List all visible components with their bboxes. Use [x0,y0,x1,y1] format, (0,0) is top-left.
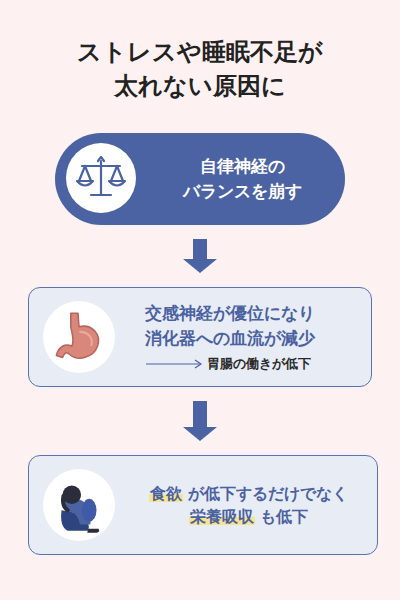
node-text: 交感神経が優位になり 消化器への血流が減少 [145,301,347,350]
person-illustration [43,469,115,541]
text-area: 自律神経の バランスを崩す [147,133,337,225]
small-arrow [145,359,203,369]
small-arrow-head [195,360,201,368]
node-text: 食欲 が低下するだけでなく 栄養吸収 も低下 [132,482,366,528]
scale-icon [66,143,136,213]
text-area: 食欲 が低下するだけでなく 栄養吸収 も低下 [129,456,369,554]
process-box: 食欲 が低下するだけでなく 栄養吸収 も低下 [28,455,378,555]
flow-arrow [183,239,217,273]
node-text: 自律神経の バランスを崩す [162,154,322,203]
stomach-illustration [43,301,115,373]
title-text: ストレスや睡眠不足が 太れない原因に [60,36,340,103]
process-box: 交感神経が優位になり 消化器への血流が減少胃腸の働きが低下 [28,287,372,387]
text-column: 自律神経の バランスを崩す [162,154,322,203]
pill-node: 自律神経の バランスを崩す [55,133,345,225]
text-column: 交感神経が優位になり 消化器への血流が減少胃腸の働きが低下 [145,301,347,372]
small-arrow-line [146,363,200,364]
text-area: 交感神経が優位になり 消化器への血流が減少胃腸の働きが低下 [129,288,363,386]
text-column: 食欲 が低下するだけでなく 栄養吸収 も低下 [132,482,366,528]
sub-text: 胃腸の働きが低下 [207,355,311,373]
sub-row: 胃腸の働きが低下 [145,355,347,373]
flow-arrow [183,401,217,441]
